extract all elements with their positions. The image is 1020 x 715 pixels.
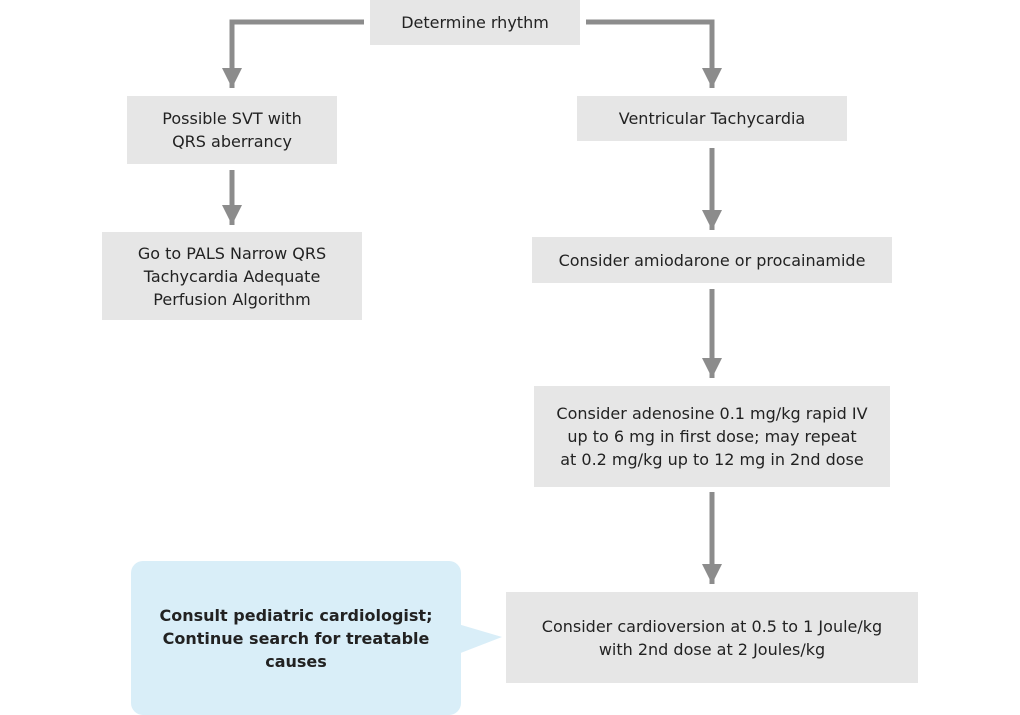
arrow-rhythm-to-vt xyxy=(586,19,722,88)
node-consider-amiodarone: Consider amiodarone or procainamide xyxy=(532,237,892,283)
arrow-rhythm-to-svt xyxy=(222,19,364,88)
node-go-to-pals: Go to PALS Narrow QRS Tachycardia Adequa… xyxy=(102,232,362,320)
node-consider-cardioversion-label: Consider cardioversion at 0.5 to 1 Joule… xyxy=(541,616,883,659)
node-possible-svt-label: Possible SVT with QRS aberrancy xyxy=(162,109,302,151)
node-consider-cardioversion: Consider cardioversion at 0.5 to 1 Joule… xyxy=(506,592,918,683)
node-consider-amiodarone-label: Consider amiodarone or procainamide xyxy=(558,250,866,270)
node-consider-adenosine: Consider adenosine 0.1 mg/kg rapid IV up… xyxy=(534,386,890,487)
node-consider-adenosine-label: Consider adenosine 0.1 mg/kg rapid IV up… xyxy=(556,404,868,469)
node-determine-rhythm-label: Determine rhythm xyxy=(401,13,549,32)
node-determine-rhythm: Determine rhythm xyxy=(370,0,580,45)
node-go-to-pals-label: Go to PALS Narrow QRS Tachycardia Adequa… xyxy=(137,243,327,309)
callout-consult-cardiologist: Consult pediatric cardiologist; Continue… xyxy=(131,561,461,715)
node-ventricular-tachycardia: Ventricular Tachycardia xyxy=(577,96,847,141)
node-possible-svt: Possible SVT with QRS aberrancy xyxy=(127,96,337,164)
callout-consult-cardiologist-label: Consult pediatric cardiologist; Continue… xyxy=(159,605,433,671)
node-ventricular-tachycardia-label: Ventricular Tachycardia xyxy=(618,109,806,128)
